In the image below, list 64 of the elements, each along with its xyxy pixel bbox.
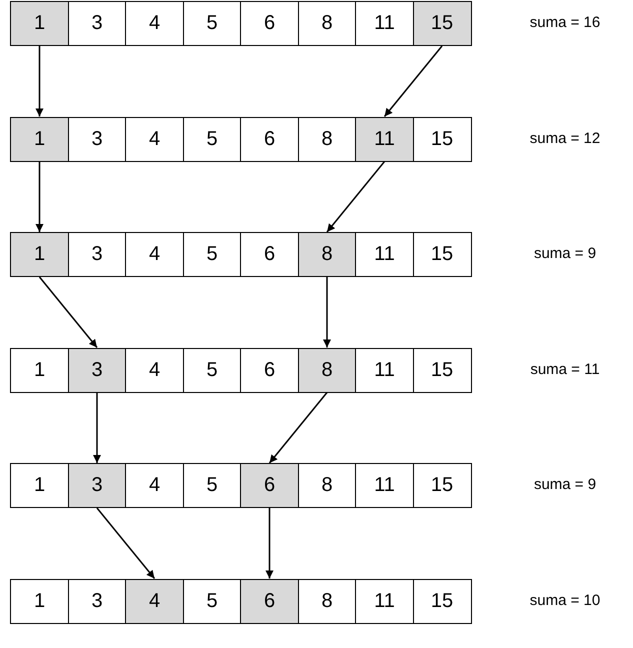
array-cell: 15 (412, 463, 472, 508)
arrow (36, 46, 44, 116)
arrow (93, 392, 101, 463)
array-cell: 8 (298, 1, 356, 46)
array-cell: 4 (125, 232, 184, 277)
array-cell: 3 (68, 463, 126, 508)
array-cell: 3 (68, 348, 126, 392)
array-cell: 8 (298, 348, 356, 392)
arrow (384, 46, 443, 117)
array-cell: 5 (182, 232, 242, 277)
array-cell: 4 (125, 348, 184, 392)
array-cell: 15 (412, 1, 472, 46)
array-cell: 5 (182, 1, 242, 46)
array-cell: 1 (10, 232, 69, 277)
array-cell: 6 (240, 232, 299, 277)
sum-label: suma = 9 (534, 476, 596, 493)
array-cell: 11 (355, 232, 414, 277)
array-cell: 1 (10, 1, 69, 46)
sum-label: suma = 11 (530, 360, 600, 378)
array-cell: 8 (298, 116, 356, 162)
array-cell: 11 (355, 116, 414, 162)
array-cell: 1 (10, 348, 69, 392)
array-cell: 15 (412, 232, 472, 277)
array-cell: 4 (125, 578, 184, 624)
array-cell: 4 (125, 1, 184, 46)
array-cell: 3 (68, 116, 126, 162)
array-cell: 11 (355, 1, 414, 46)
sum-label: suma = 12 (530, 130, 600, 146)
array-cell: 6 (240, 116, 299, 162)
array-cell: 8 (298, 463, 356, 508)
array-cell: 15 (412, 116, 472, 162)
array-cell: 8 (298, 232, 356, 277)
arrow (36, 162, 44, 232)
array-cell: 11 (355, 578, 414, 624)
array-cell: 5 (182, 578, 242, 624)
array-cell: 1 (10, 116, 69, 162)
arrow (38, 276, 98, 348)
array-cell: 15 (412, 348, 472, 392)
arrow (323, 277, 331, 348)
array-cell: 4 (125, 463, 184, 508)
array-cell: 5 (182, 116, 242, 162)
arrow (326, 161, 386, 232)
arrow (96, 508, 156, 579)
array-cell: 11 (355, 348, 414, 392)
array-cell: 4 (125, 116, 184, 162)
array-cell: 1 (10, 578, 69, 624)
array-cell: 3 (68, 578, 126, 624)
array-cell: 3 (68, 1, 126, 46)
array-cell: 5 (182, 348, 242, 392)
array-cell: 11 (355, 463, 414, 508)
array-cell: 15 (412, 578, 472, 624)
array-cell: 1 (10, 463, 69, 508)
array-cell: 6 (240, 348, 299, 392)
sum-label: suma = 9 (534, 245, 596, 262)
arrow (266, 508, 274, 578)
array-cell: 6 (240, 463, 299, 508)
array-cell: 8 (298, 578, 356, 624)
array-cell: 3 (68, 232, 126, 277)
arrow (268, 392, 328, 464)
array-cell: 6 (240, 578, 299, 624)
array-cell: 6 (240, 1, 299, 46)
sum-label: suma = 16 (530, 14, 600, 31)
array-cell: 5 (182, 463, 242, 508)
sum-label: suma = 10 (530, 592, 600, 608)
